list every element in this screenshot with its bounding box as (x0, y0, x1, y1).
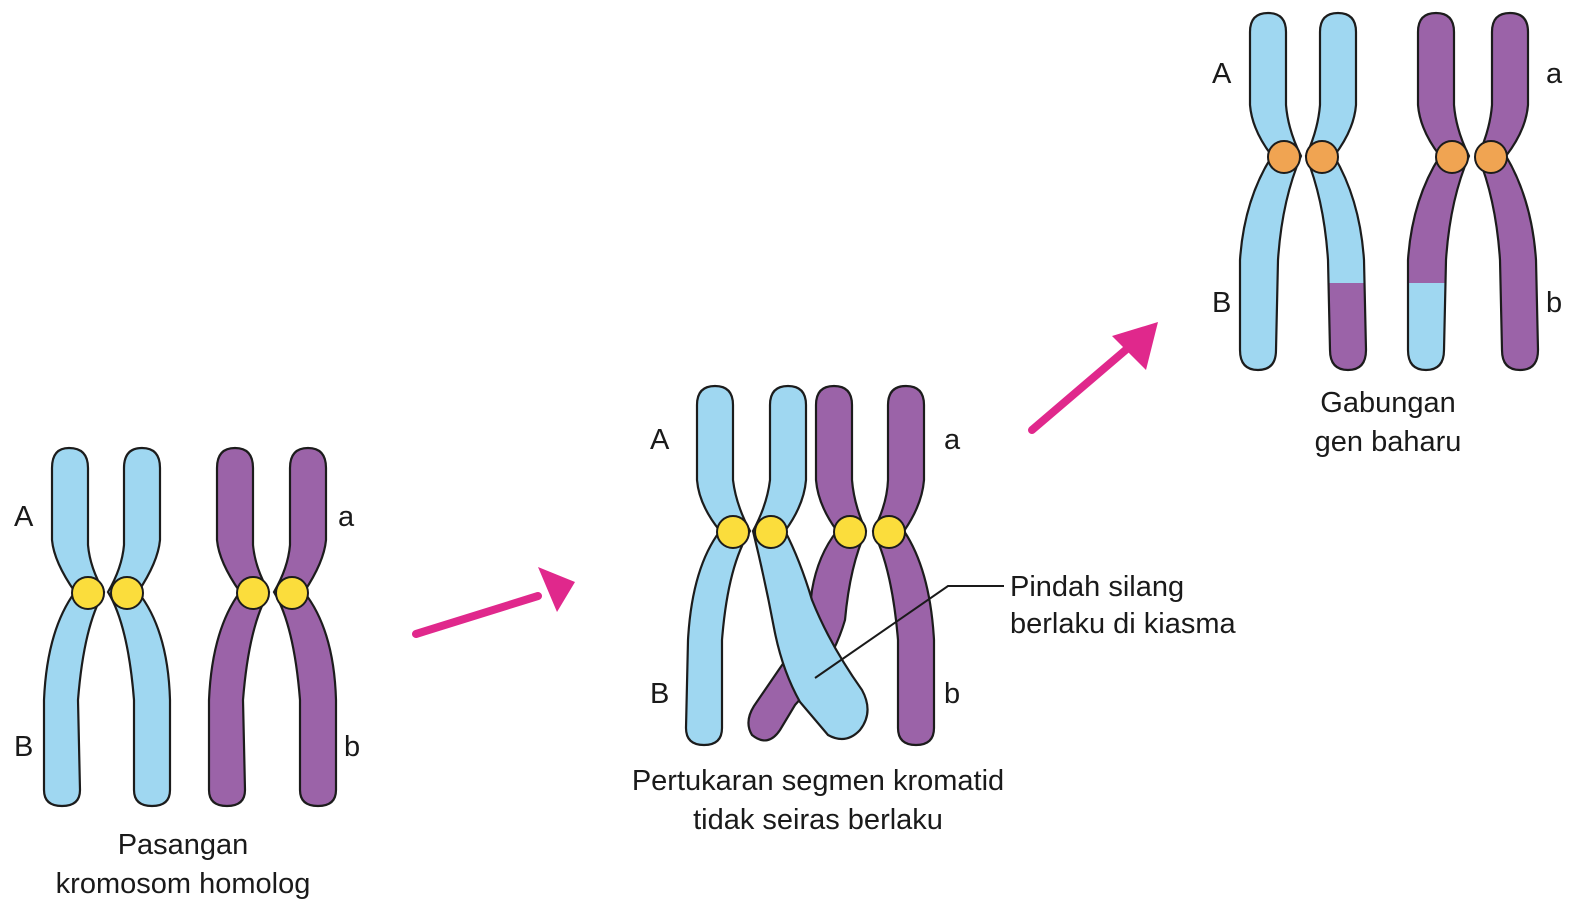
centromere-yellow (276, 577, 308, 609)
allele-label-a: a (944, 424, 961, 456)
arrow-2 (1032, 322, 1158, 430)
stage-2-caption-line-2: tidak seiras berlaku (693, 804, 943, 836)
stage-3-new-gene-combination: A a B b Gabungan gen baharu (1212, 0, 1563, 458)
centromere-yellow (72, 577, 104, 609)
blue-chromosome-stage-1 (44, 448, 170, 806)
allele-label-A: A (1212, 58, 1232, 90)
blue-chromatid-recombinant (1300, 0, 1380, 383)
allele-label-a: a (1546, 58, 1563, 90)
centromere-orange (1436, 141, 1468, 173)
allele-label-b: b (1546, 287, 1562, 319)
centromere-orange (1475, 141, 1507, 173)
allele-label-B: B (14, 731, 33, 763)
chiasma-callout-line-2: berlaku di kiasma (1010, 608, 1237, 640)
blue-chromatid-left (686, 386, 750, 745)
stage-2-crossing-over: A a B b Pindah silang berlaku di kiasma … (632, 386, 1237, 836)
arrow-shaft (1032, 348, 1128, 430)
centromere-orange (1268, 141, 1300, 173)
stage-1-homologous-pair: A a B b Pasangan kromosom homolog (14, 448, 360, 900)
purple-chromatid-left (209, 448, 269, 806)
arrow-shaft (416, 596, 538, 634)
centromere-orange (1306, 141, 1338, 173)
arrow-head (538, 567, 575, 612)
blue-chromatid-left (1240, 13, 1301, 370)
arrow-1 (416, 567, 575, 634)
centromere-yellow (237, 577, 269, 609)
allele-label-b: b (344, 731, 360, 763)
blue-chromatid-right (108, 448, 170, 806)
stage-3-caption-line-1: Gabungan (1320, 387, 1455, 419)
allele-label-B: B (1212, 287, 1231, 319)
allele-label-A: A (14, 501, 34, 533)
purple-chromatid-right (274, 448, 336, 806)
allele-label-b: b (944, 678, 960, 710)
allele-label-B: B (650, 678, 669, 710)
purple-chromatid-recombinant (1400, 0, 1480, 383)
purple-chromatid-right (1478, 13, 1538, 370)
centromere-yellow (111, 577, 143, 609)
stage-3-caption-line-2: gen baharu (1315, 426, 1462, 458)
centromere-yellow (873, 516, 905, 548)
blue-chromatid-left (44, 448, 104, 806)
arrow-head (1112, 322, 1158, 370)
stage-1-caption-line-1: Pasangan (118, 829, 249, 861)
allele-label-a: a (338, 501, 355, 533)
chiasma-callout-line-1: Pindah silang (1010, 571, 1184, 603)
purple-chromosome-stage-1 (209, 448, 336, 806)
centromere-yellow (834, 516, 866, 548)
centromere-yellow (717, 516, 749, 548)
purple-chromatid-right (873, 386, 934, 745)
purple-segment (1400, 0, 1480, 283)
blue-swapped-segment (1400, 283, 1480, 383)
centromere-yellow (755, 516, 787, 548)
stage-1-caption-line-2: kromosom homolog (56, 868, 311, 900)
allele-label-A: A (650, 424, 670, 456)
stage-2-caption-line-1: Pertukaran segmen kromatid (632, 765, 1004, 797)
